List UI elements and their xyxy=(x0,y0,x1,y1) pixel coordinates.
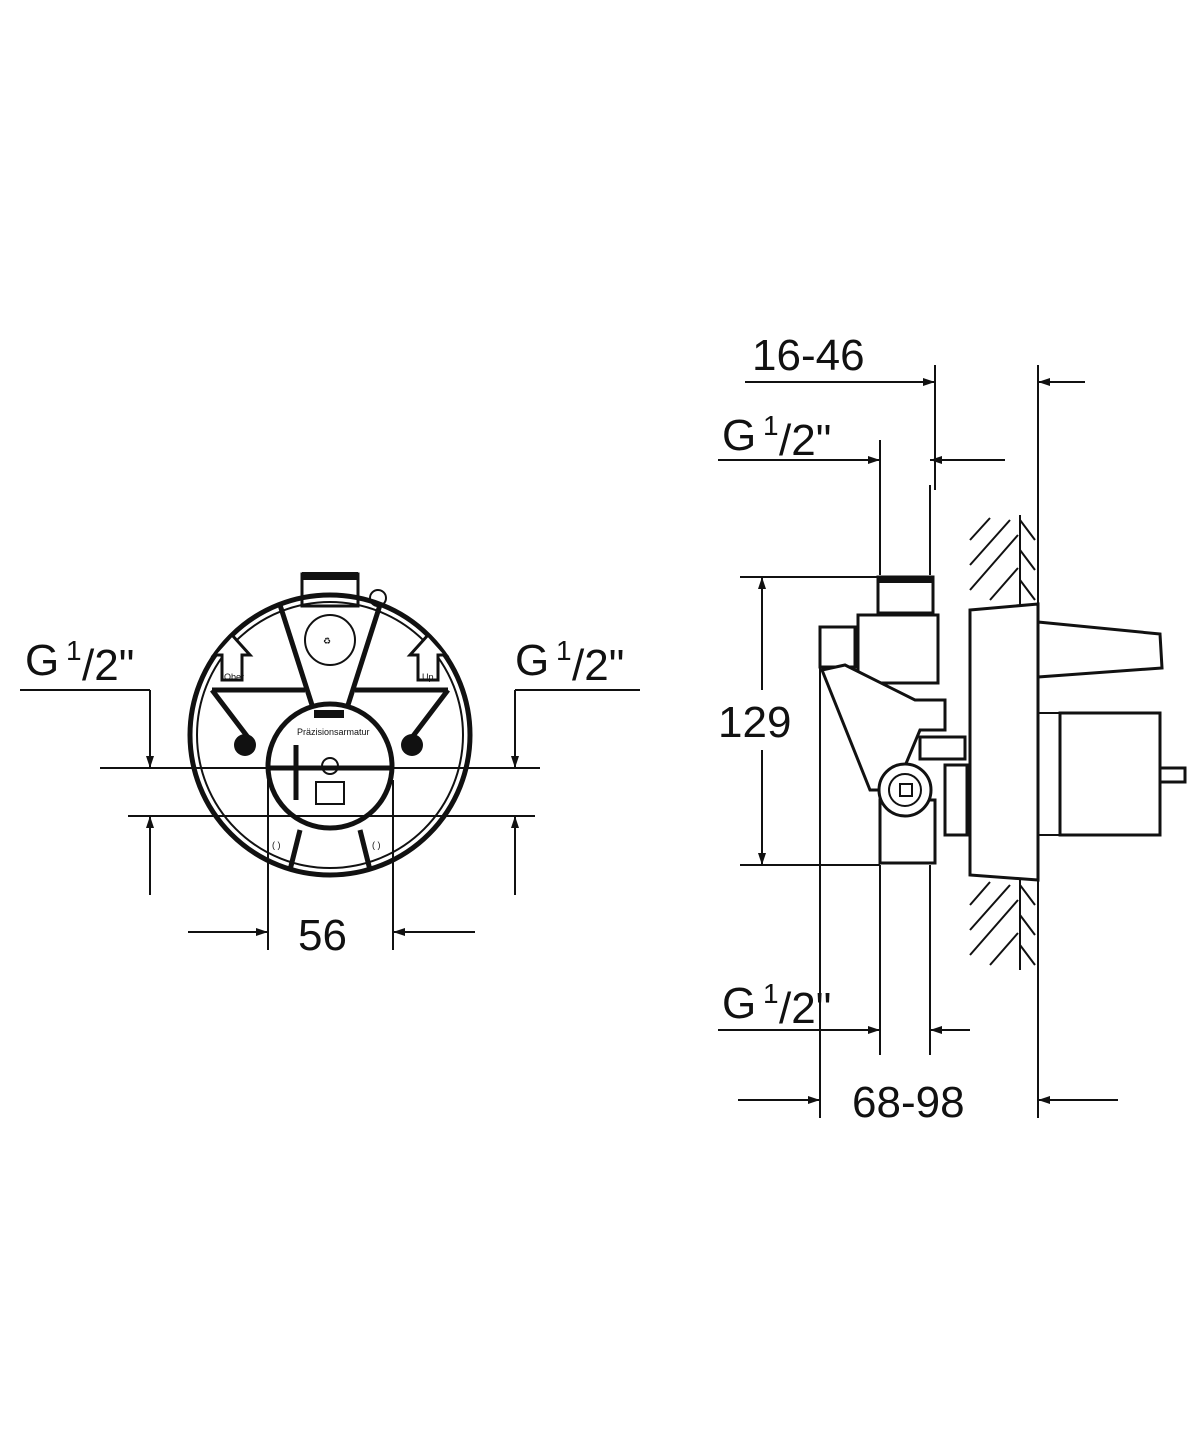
svg-text:G: G xyxy=(722,979,756,1028)
height-dimension: 129 xyxy=(718,698,791,747)
recycle-symbol-circle xyxy=(304,614,356,666)
svg-text:1: 1 xyxy=(556,635,572,666)
svg-text:1: 1 xyxy=(763,978,779,1009)
top-connection-label: G 1 /2" xyxy=(722,410,831,465)
svg-text:/2": /2" xyxy=(82,641,134,690)
outer-ring xyxy=(187,592,473,878)
handle-lever xyxy=(1036,620,1164,679)
svg-text:1: 1 xyxy=(66,635,82,666)
width-dimension: 56 xyxy=(298,911,347,960)
svg-text:( ): ( ) xyxy=(272,840,281,850)
up-label: Up xyxy=(422,672,434,682)
front-view: ♻ Ober Up Präzisionsarmatur ( ) ( ) G xyxy=(20,572,640,960)
wall-hatch xyxy=(969,515,1036,970)
ober-label: Ober xyxy=(224,672,244,682)
mounting-plate xyxy=(968,602,1040,882)
bottom-connector xyxy=(877,762,933,818)
svg-text:G: G xyxy=(515,636,549,685)
left-connection-label: G 1 /2" xyxy=(25,635,134,690)
side-view: 16-46 G 1 /2" 129 G 1 /2" 68-98 xyxy=(718,331,1187,1127)
up-arrow-right-icon xyxy=(406,632,450,682)
inner-ring xyxy=(265,701,395,831)
bracket xyxy=(210,687,450,742)
valve-body xyxy=(856,613,940,685)
brand-label: Präzisionsarmatur xyxy=(297,727,370,737)
depth-bottom-dimension: 68-98 xyxy=(852,1078,965,1127)
depth-top-dimension: 16-46 xyxy=(752,331,865,380)
svg-text:/2": /2" xyxy=(572,641,624,690)
svg-text:1: 1 xyxy=(763,410,779,441)
spindle xyxy=(1158,766,1187,784)
svg-text:♻: ♻ xyxy=(323,636,331,646)
right-connection-label: G 1 /2" xyxy=(515,635,624,690)
bottom-connection-label: G 1 /2" xyxy=(722,978,831,1033)
svg-text:G: G xyxy=(722,411,756,460)
svg-text:( ): ( ) xyxy=(372,840,381,850)
up-arrow-left-icon xyxy=(210,632,254,682)
svg-text:/2": /2" xyxy=(779,416,831,465)
svg-text:G: G xyxy=(25,636,59,685)
svg-text:/2": /2" xyxy=(779,984,831,1033)
cartridge-box xyxy=(1058,711,1162,837)
